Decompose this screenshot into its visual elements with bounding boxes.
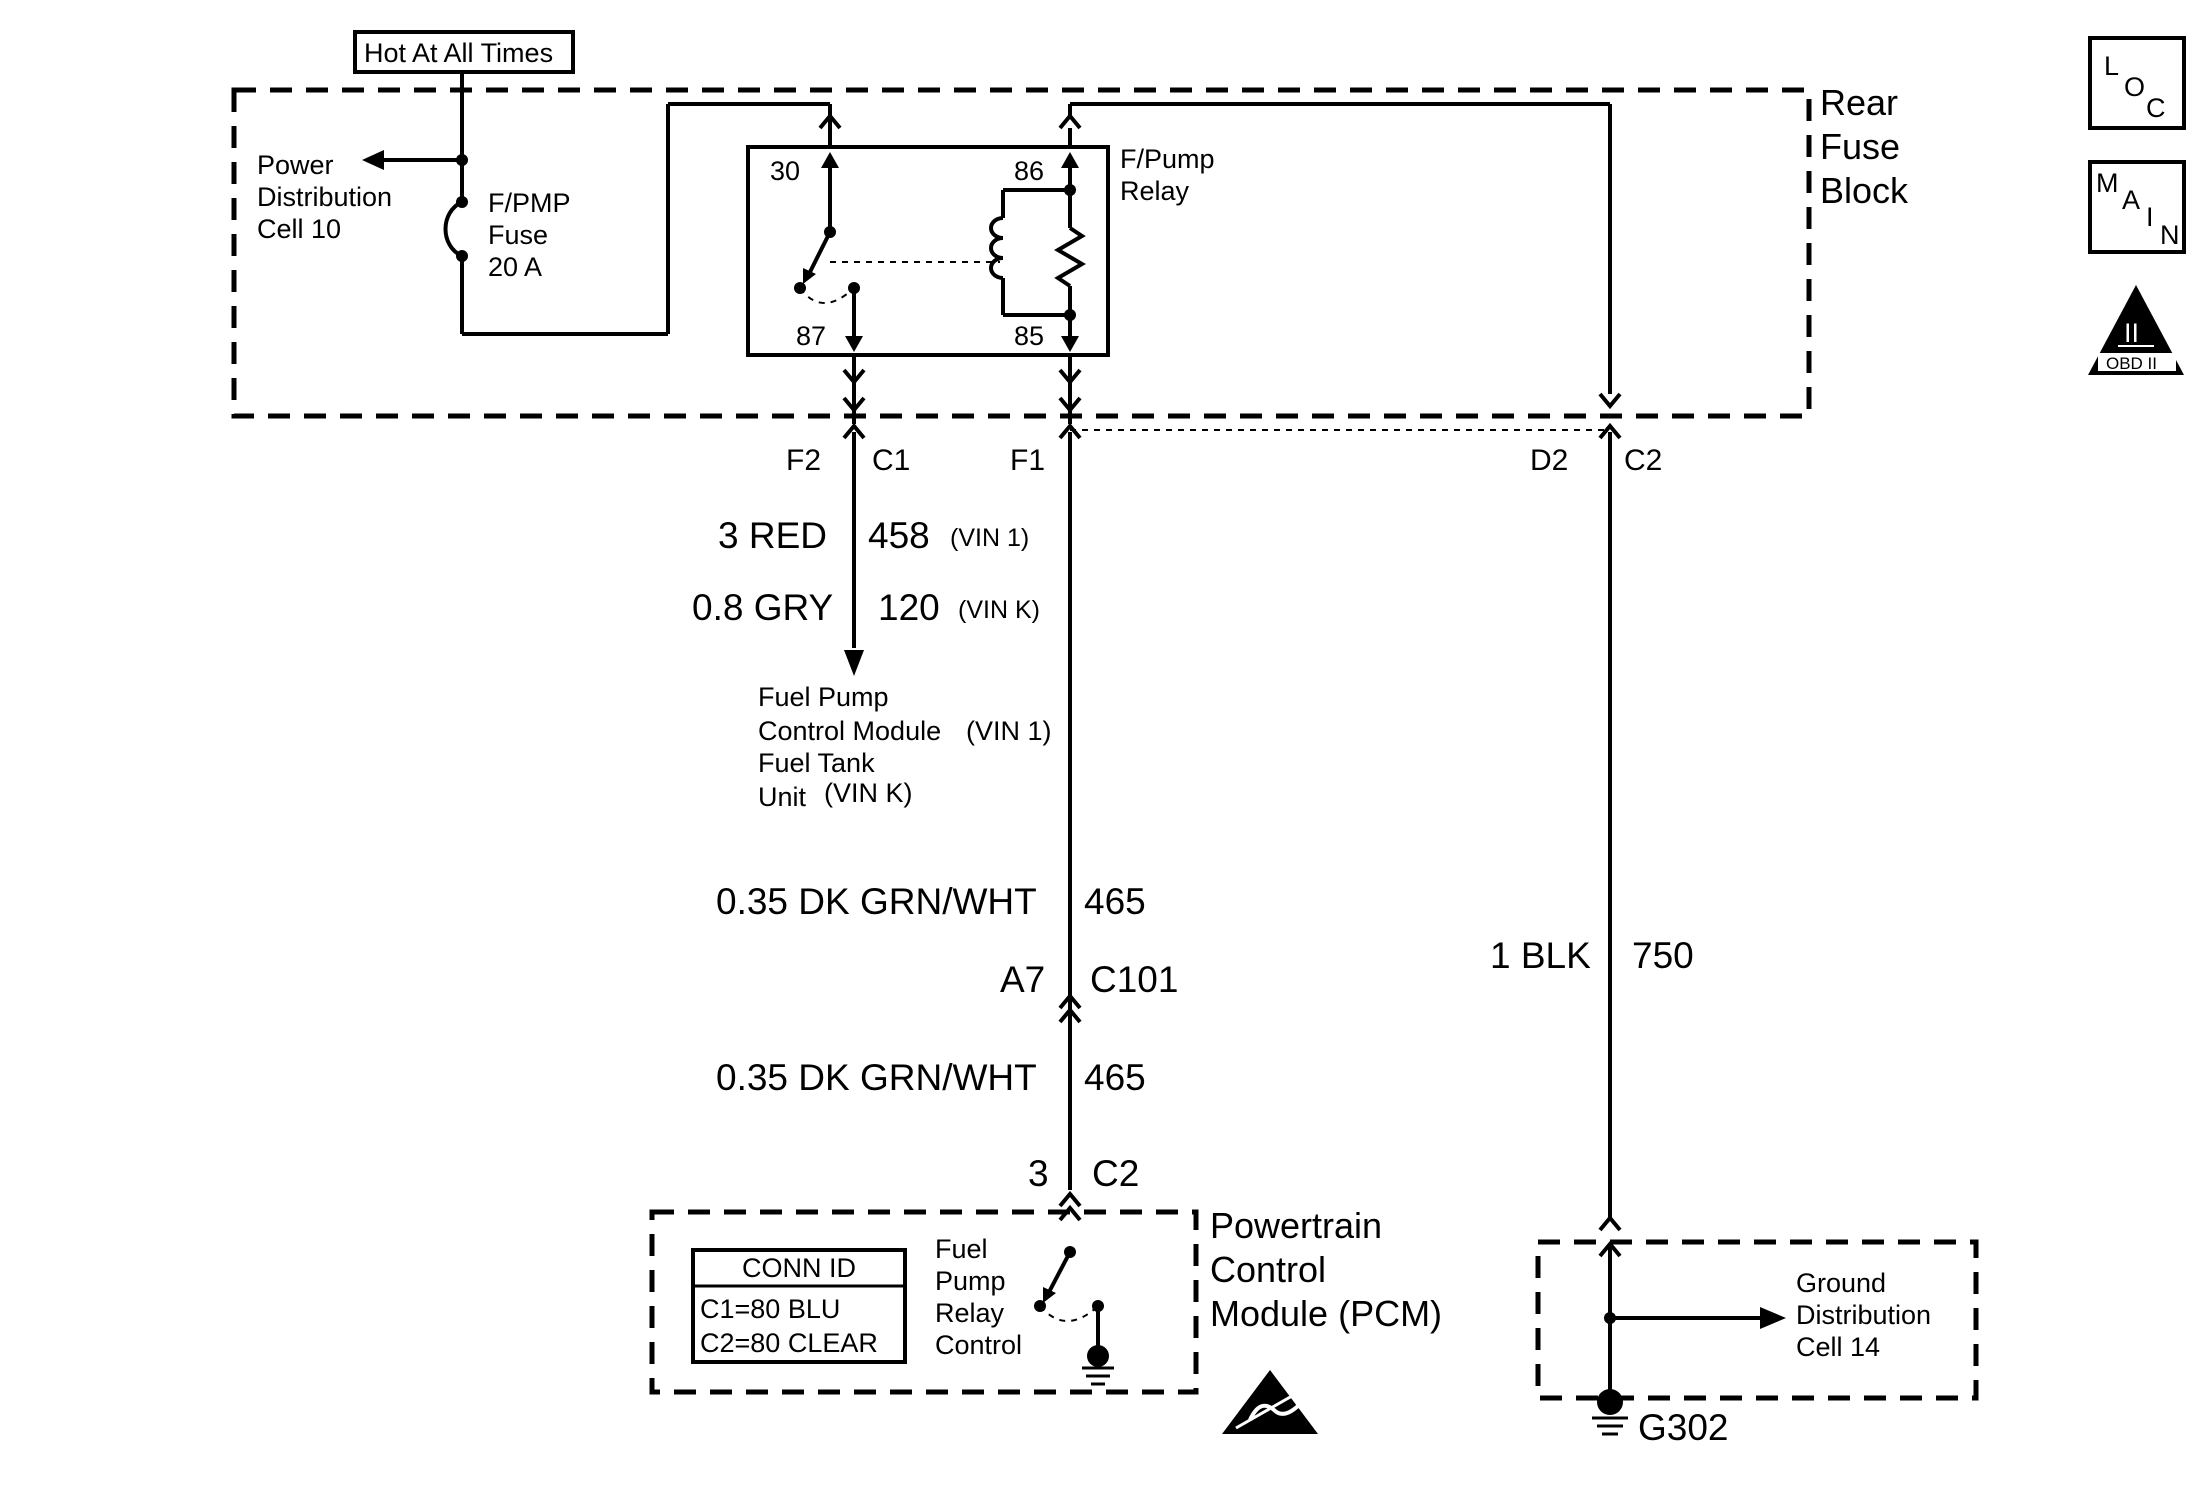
fuse-label-3: 20 A bbox=[488, 252, 542, 282]
connector-d2-c2-icon bbox=[1598, 422, 1622, 440]
obd-ii-icon: II OBD II bbox=[2088, 285, 2184, 375]
connector-f1-label: F1 bbox=[1010, 444, 1045, 477]
pcm-title-1: Powertrain bbox=[1210, 1205, 1382, 1246]
svg-text:N: N bbox=[2160, 220, 2180, 250]
wire-grn-upper-circuit: 465 bbox=[1084, 881, 1146, 922]
relay-pin-86: 86 bbox=[1014, 156, 1044, 186]
power-distribution-label-3: Cell 10 bbox=[257, 214, 341, 244]
svg-text:L: L bbox=[2104, 51, 2119, 81]
connector-f1-icon bbox=[1058, 422, 1082, 440]
pcm-relay-control-switch-icon bbox=[1034, 1246, 1114, 1386]
d2-entry-icon bbox=[1598, 392, 1622, 410]
relay-30-entry-icon bbox=[818, 112, 842, 130]
connector-pcm-icon bbox=[1058, 1190, 1082, 1222]
pcm-title-2: Control bbox=[1210, 1249, 1326, 1290]
fuel-pump-label-4-vin: (VIN K) bbox=[824, 778, 913, 808]
pcm-switch-label-3: Relay bbox=[935, 1298, 1005, 1328]
fuel-pump-arrow-icon bbox=[844, 650, 864, 676]
connector-a7-label: A7 bbox=[1000, 959, 1045, 1000]
ground-distribution-arrow bbox=[1604, 1307, 1786, 1329]
wire-grn-upper-gauge: 0.35 DK GRN/WHT bbox=[716, 881, 1037, 922]
conn-id-header: CONN ID bbox=[742, 1253, 856, 1283]
relay-name-2: Relay bbox=[1120, 176, 1190, 206]
fuel-pump-label-2: Control Module bbox=[758, 716, 941, 746]
ground-id-label: G302 bbox=[1638, 1407, 1729, 1448]
wire-gry-vin: (VIN K) bbox=[958, 596, 1040, 624]
rear-fuse-block-outline bbox=[231, 87, 1812, 419]
main-icon: M A I N bbox=[2088, 160, 2186, 254]
loc-icon: L O C bbox=[2088, 36, 2186, 130]
svg-text:O: O bbox=[2124, 72, 2145, 102]
wire-gry-circuit: 120 bbox=[878, 587, 940, 628]
wire-blk-gauge: 1 BLK bbox=[1490, 935, 1591, 976]
rear-fuse-block-title-2: Fuse bbox=[1820, 126, 1900, 167]
power-distribution-label-1: Power bbox=[257, 150, 334, 180]
connector-c101-label: C101 bbox=[1090, 959, 1178, 1000]
fuse-label-1: F/PMP bbox=[488, 188, 571, 218]
fuel-pump-label-3: Fuel Tank bbox=[758, 748, 875, 778]
esd-warning-icon bbox=[1222, 1370, 1318, 1434]
svg-text:M: M bbox=[2096, 168, 2119, 198]
svg-text:II: II bbox=[2124, 318, 2139, 348]
ground-distribution-label-2: Distribution bbox=[1796, 1300, 1931, 1330]
fuel-pump-relay-box bbox=[746, 145, 1110, 357]
wire-red-gauge: 3 RED bbox=[718, 515, 827, 556]
ground-distribution-label-1: Ground bbox=[1796, 1268, 1886, 1298]
g302-ground-icon bbox=[1592, 1389, 1628, 1436]
svg-text:C: C bbox=[2146, 93, 2166, 123]
wire-grn-lower-circuit: 465 bbox=[1084, 1057, 1146, 1098]
pcm-pin-label: 3 bbox=[1028, 1153, 1049, 1194]
pcm-title-3: Module (PCM) bbox=[1210, 1293, 1442, 1334]
connector-c101-icon bbox=[1058, 992, 1082, 1024]
relay-pin-30: 30 bbox=[770, 156, 800, 186]
rear-fuse-block-title-1: Rear bbox=[1820, 82, 1898, 123]
connector-f2-label: F2 bbox=[786, 444, 821, 477]
ground-connector-icon bbox=[1598, 1214, 1622, 1402]
wire-red-vin: (VIN 1) bbox=[950, 524, 1029, 552]
power-distribution-arrow bbox=[362, 150, 462, 170]
hot-at-all-times-box: Hot At All Times bbox=[353, 30, 575, 74]
svg-text:OBD II: OBD II bbox=[2106, 354, 2157, 373]
conn-id-box: CONN ID C1=80 BLU C2=80 CLEAR bbox=[691, 1248, 907, 1364]
pcm-outline bbox=[649, 1209, 1199, 1395]
fuel-pump-label-2-vin: (VIN 1) bbox=[966, 716, 1052, 746]
relay-name-1: F/Pump bbox=[1120, 144, 1215, 174]
svg-text:A: A bbox=[2122, 185, 2140, 215]
wire-red-circuit: 458 bbox=[868, 515, 930, 556]
fuse-label-2: Fuse bbox=[488, 220, 548, 250]
svg-text:I: I bbox=[2146, 202, 2154, 232]
fuel-pump-label-4: Unit bbox=[758, 782, 807, 812]
connector-c1-label: C1 bbox=[872, 444, 910, 477]
fuel-pump-label-1: Fuel Pump bbox=[758, 682, 889, 712]
wire-gry-gauge: 0.8 GRY bbox=[692, 587, 833, 628]
ground-distribution-outline bbox=[1535, 1239, 1979, 1401]
wire-grn-lower-gauge: 0.35 DK GRN/WHT bbox=[716, 1057, 1037, 1098]
connector-f2-c1-icon bbox=[842, 422, 866, 440]
conn-id-c2: C2=80 CLEAR bbox=[700, 1328, 878, 1358]
relay-pin-87: 87 bbox=[796, 321, 826, 351]
connector-c2-top-label: C2 bbox=[1624, 444, 1662, 477]
wire-blk-circuit: 750 bbox=[1632, 935, 1694, 976]
relay-switch-icon bbox=[794, 152, 1000, 352]
pcm-switch-label-1: Fuel bbox=[935, 1234, 988, 1264]
pcm-switch-label-4: Control bbox=[935, 1330, 1022, 1360]
conn-id-c1: C1=80 BLU bbox=[700, 1294, 840, 1324]
power-distribution-label-2: Distribution bbox=[257, 182, 392, 212]
relay-coil-icon bbox=[989, 152, 1086, 352]
rear-fuse-block-title-3: Block bbox=[1820, 170, 1909, 211]
pcm-switch-label-2: Pump bbox=[935, 1266, 1006, 1296]
ground-distribution-label-3: Cell 14 bbox=[1796, 1332, 1880, 1362]
pcm-connector-label: C2 bbox=[1092, 1153, 1139, 1194]
connector-d2-label: D2 bbox=[1530, 444, 1568, 477]
hot-at-all-times-label: Hot At All Times bbox=[364, 38, 553, 68]
relay-pin-85: 85 bbox=[1014, 321, 1044, 351]
